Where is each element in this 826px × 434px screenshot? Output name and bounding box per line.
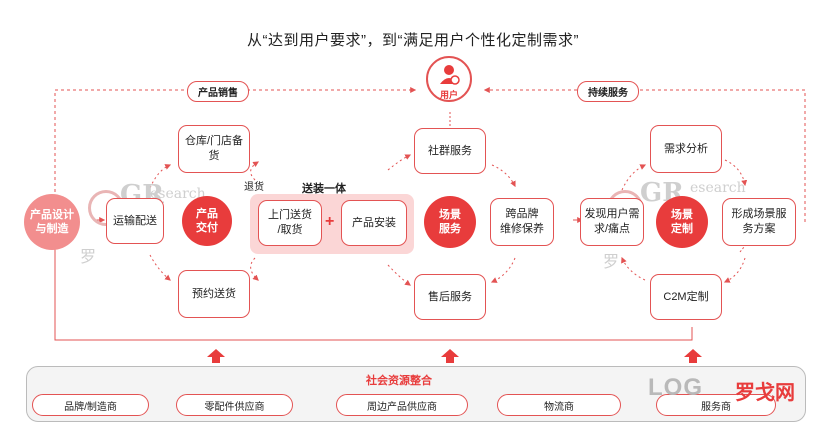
node-scene-service: 场景 服务: [424, 196, 476, 248]
node-c2m: C2M定制: [650, 274, 722, 320]
resource-peripheral: 周边产品供应商: [336, 394, 468, 416]
node-scene-custom: 场景 定制: [656, 196, 708, 248]
up-arrow-icon: [441, 349, 459, 357]
node-install: 产品安装: [341, 200, 407, 246]
node-discover-needs: 发现用户需 求/痛点: [580, 198, 644, 246]
up-arrow-stem: [689, 357, 697, 363]
node-aftersales: 售后服务: [414, 274, 486, 320]
node-transport: 运输配送: [106, 198, 164, 244]
label-continuous-service: 持续服务: [577, 81, 639, 102]
page-title: 从“达到用户要求”，到“满足用户个性化定制需求”: [247, 32, 579, 49]
node-design-manufacture: 产品设计 与制造: [24, 194, 80, 250]
label-product-sales: 产品销售: [187, 81, 249, 102]
resource-service: 服务商: [656, 394, 776, 416]
watermark-research-2: esearch: [690, 180, 746, 196]
user-icon: [440, 65, 460, 85]
plus-sign: +: [325, 213, 335, 230]
resource-brand: 品牌/制造商: [32, 394, 149, 416]
watermark-luo-2: 罗: [603, 252, 620, 271]
up-arrow-icon: [207, 349, 225, 357]
up-arrow-stem: [446, 357, 454, 363]
node-warehouse: 仓库/门店备 货: [178, 125, 250, 173]
node-door-delivery: 上门送货 /取货: [258, 200, 322, 246]
watermark-research: esearch: [150, 186, 206, 202]
label-return: 退货: [244, 182, 264, 193]
node-crossbrand: 跨品牌 维修保养: [490, 198, 554, 246]
resources-title: 社会资源整合: [366, 375, 432, 387]
resource-parts: 零配件供应商: [176, 394, 293, 416]
up-arrow-icon: [684, 349, 702, 357]
user-label: 用户: [439, 90, 458, 100]
user-node: 用户: [426, 56, 472, 102]
node-demand-analysis: 需求分析: [650, 125, 722, 173]
up-arrow-stem: [212, 357, 220, 363]
bundle-title: 送装一体: [302, 183, 346, 195]
node-appointment: 预约送货: [178, 270, 250, 318]
node-product-delivery: 产品 交付: [182, 196, 232, 246]
node-solution: 形成场景服 务方案: [722, 198, 796, 246]
log-logo-cn: 罗戈网: [735, 382, 795, 404]
log-logo: LOG: [648, 374, 703, 401]
watermark-luo: 罗: [80, 247, 97, 266]
node-community: 社群服务: [414, 128, 486, 174]
resource-logistics: 物流商: [497, 394, 621, 416]
